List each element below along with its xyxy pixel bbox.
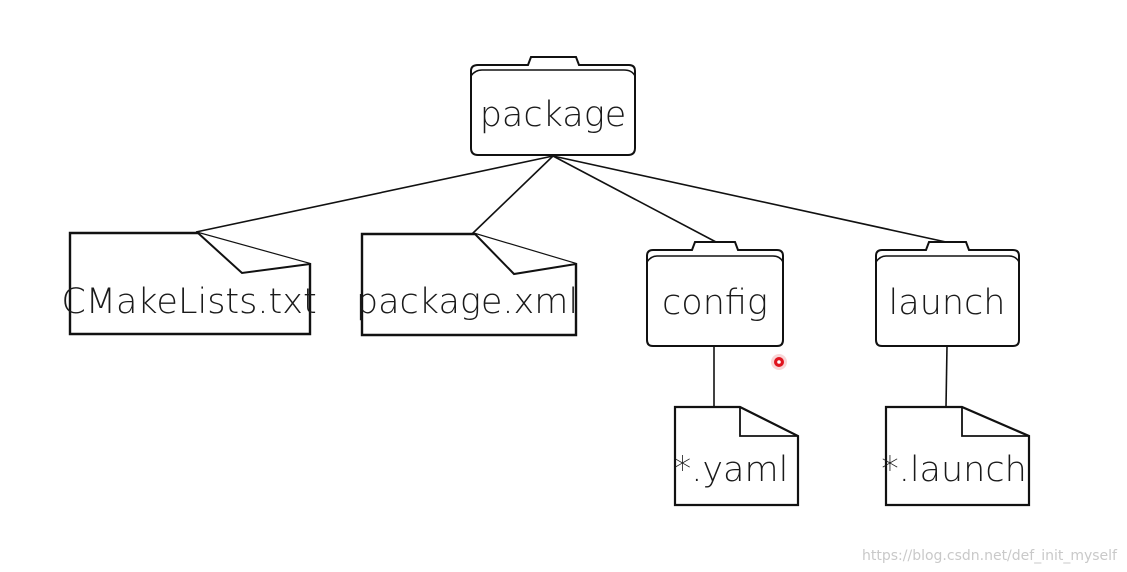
folder-flap-line bbox=[470, 69, 636, 77]
folder-config: config bbox=[646, 241, 784, 347]
folder-icon bbox=[646, 241, 784, 347]
folder-package: package bbox=[470, 56, 636, 156]
file-launchfile: *.launch bbox=[881, 405, 1031, 507]
file-cmakelists: CMakeLists.txt bbox=[61, 231, 317, 336]
file-packagexml: package.xml bbox=[356, 232, 578, 337]
connectors bbox=[195, 155, 948, 408]
label-cmakelists: CMakeLists.txt bbox=[61, 282, 316, 322]
label-config: config bbox=[662, 283, 768, 323]
edge-package-launch bbox=[552, 155, 947, 243]
edge-package-packagexml bbox=[471, 155, 554, 235]
watermark: https://blog.csdn.net/def_init_myself bbox=[862, 548, 1117, 564]
edge-package-config bbox=[552, 155, 717, 243]
folder-launch: launch bbox=[875, 241, 1020, 347]
edge-launch-launchfile bbox=[945, 345, 948, 408]
folder-flap-line bbox=[875, 255, 1020, 263]
cursor-indicator bbox=[771, 354, 787, 370]
file-icon bbox=[884, 405, 1031, 507]
folder-flap-line bbox=[646, 255, 784, 263]
edge-package-cmakelists bbox=[195, 155, 554, 233]
folder-icon bbox=[470, 56, 636, 156]
folded-corner bbox=[474, 233, 577, 276]
label-yaml: *.yaml bbox=[674, 450, 789, 490]
folder-icon bbox=[875, 241, 1020, 347]
file-icon bbox=[673, 405, 800, 507]
label-launchfile: *.launch bbox=[881, 450, 1027, 490]
folded-corner bbox=[197, 232, 311, 275]
file-yaml: *.yaml bbox=[673, 405, 800, 507]
folded-corner bbox=[961, 407, 1029, 437]
label-packagexml: package.xml bbox=[356, 282, 578, 322]
label-launch: launch bbox=[889, 283, 1006, 323]
folded-corner bbox=[739, 407, 798, 437]
label-package: package bbox=[480, 95, 627, 135]
